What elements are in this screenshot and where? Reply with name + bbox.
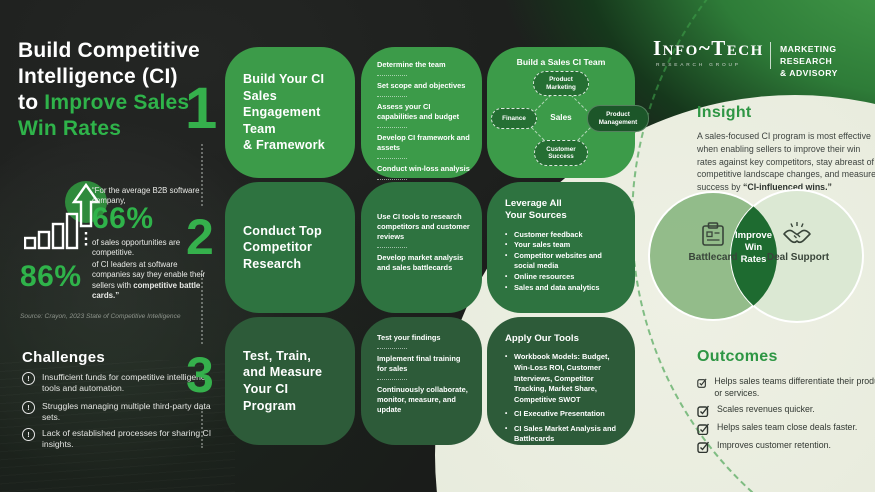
source-citation: Source: Crayon, 2023 State of Competitiv… (20, 313, 181, 320)
title-line3-white: to (18, 91, 39, 115)
outcomes-heading: Outcomes (697, 348, 778, 365)
action-item: Develop market analysis and sales battle… (377, 252, 464, 272)
stat-quote-intro: “For the average B2B software company, (92, 186, 200, 206)
action-item: Conduct win-loss analysis (377, 164, 472, 185)
sources-list: Customer feedback Your sales team Compet… (505, 230, 621, 293)
brand-divider (770, 42, 771, 69)
checkbox-icon (697, 378, 707, 388)
title-line3-green: Improve Sales (44, 91, 190, 115)
title-line1: Build Competitive (18, 39, 200, 62)
challenge-text: Lack of established processes for sharin… (42, 428, 212, 450)
title-line2: Intelligence (CI) (18, 65, 178, 89)
tools-card: Apply Our Tools Workbook Models: Budget,… (487, 317, 635, 445)
checkbox-icon (697, 423, 710, 435)
step-number-3: 3 (186, 347, 214, 403)
outcome-text: Helps sales teams differentiate their pr… (714, 376, 875, 398)
stat-86-desc: of CI leaders at software companies say … (92, 260, 210, 302)
team-pill-customer-success: Customer Success (534, 140, 588, 166)
sales-ci-team-card: Build a Sales CI Team Product Marketing … (487, 47, 649, 178)
step2-title-card: Conduct Top Competitor Research (225, 182, 355, 313)
sources-card-title: Leverage All Your Sources (505, 198, 567, 222)
brand-tagline-line1: MARKETING RESEARCH (780, 44, 837, 67)
step-number-1: 1 (185, 76, 218, 141)
challenge-text: Insufficient funds for competitive intel… (42, 372, 210, 394)
source-item: Competitor websites and social media (505, 251, 621, 272)
action-item: Determine the team (377, 60, 472, 81)
battlecard-icon (702, 222, 724, 246)
handshake-icon (783, 222, 811, 244)
step1-actions-card: Determine the team Set scope and objecti… (361, 47, 482, 194)
team-pill-product-management: Product Management (587, 105, 649, 132)
source-item: Customer feedback (505, 230, 621, 241)
tool-item: CI Sales Market Analysis and Battlecards (505, 424, 621, 445)
insight-text: A sales-focused CI program is most effec… (697, 131, 875, 193)
outcome-text: Helps sales team close deals faster. (717, 422, 858, 432)
brand-subtitle: RESEARCH GROUP (656, 63, 741, 68)
challenge-item: ! Insufficient funds for competitive int… (22, 372, 212, 395)
brand-tagline: MARKETING RESEARCH & ADVISORY (780, 43, 875, 79)
title-line4: Win Rates (18, 117, 122, 141)
venn-right-label: Deal Support (766, 252, 830, 263)
exclamation-icon: ! (22, 372, 35, 385)
brand-tagline-line2: & ADVISORY (780, 68, 838, 79)
team-center-sales: Sales (550, 113, 572, 122)
venn-diagram (648, 189, 864, 323)
dotted-connector (201, 144, 203, 206)
checkbox-icon (697, 405, 710, 417)
sources-card: Leverage All Your Sources Customer feedb… (487, 182, 635, 313)
step-number-2: 2 (186, 209, 214, 265)
insight-paragraph: A sales-focused CI program is most effec… (697, 130, 875, 194)
tool-item: CI Executive Presentation (505, 409, 621, 420)
tools-card-title: Apply Our Tools (505, 333, 579, 344)
stat-86-desc-bold: competitive battle cards.” (92, 280, 201, 301)
tools-list: Workbook Models: Budget, Win-Loss ROI, C… (505, 352, 621, 444)
step3-title-card: Test, Train, and Measure Your CI Program (225, 317, 355, 445)
outcome-item: Scales revenues quicker. (697, 404, 875, 417)
source-item: Sales and data analytics (505, 283, 621, 294)
action-item: Assess your CI capabilities and budget (377, 102, 472, 133)
step2-actions-card: Use CI tools to research competitors and… (361, 182, 482, 313)
action-item: Develop CI framework and assets (377, 133, 472, 164)
tool-item: Workbook Models: Budget, Win-Loss ROI, C… (505, 352, 621, 405)
growth-chart-icon (24, 181, 107, 250)
exclamation-icon: ! (22, 401, 35, 414)
challenge-text: Struggles managing multiple third-party … (42, 401, 211, 423)
wave-texture (0, 360, 235, 492)
action-item: Test your findings (377, 333, 472, 354)
challenges-heading: Challenges (22, 349, 106, 366)
outcome-item: Helps sales teams differentiate their pr… (697, 376, 875, 400)
venn-left-label: Battlecard (688, 252, 738, 263)
action-item: Implement final training for sales (377, 354, 472, 385)
brand-logo: Info~Tech (653, 36, 764, 60)
checkbox-icon (697, 441, 710, 453)
dotted-connector (201, 270, 203, 344)
outcome-item: Improves customer retention. (697, 440, 875, 453)
stat-66-desc: of sales opportunities are competitive. (92, 238, 181, 258)
source-item: Your sales team (505, 240, 621, 251)
stat-86-value: 86% (20, 260, 82, 293)
step3-actions-card: Test your findings Implement final train… (361, 317, 482, 445)
team-pill-product-marketing: Product Marketing (533, 71, 589, 96)
step1-title-card: Build Your CI Sales Engagement Team & Fr… (225, 47, 355, 178)
stat-66-value: 66% (92, 202, 154, 235)
outcome-text: Scales revenues quicker. (717, 404, 815, 414)
team-pill-finance: Finance (491, 108, 537, 129)
challenge-item: ! Lack of established processes for shar… (22, 428, 212, 451)
challenge-item: ! Struggles managing multiple third-part… (22, 401, 212, 424)
stat-86-desc-text: of CI leaders at software companies say … (92, 260, 206, 290)
action-item: Continuously collaborate, monitor, measu… (377, 384, 468, 414)
exclamation-icon: ! (22, 428, 35, 441)
source-item: Online resources (505, 272, 621, 283)
outcome-text: Improves customer retention. (717, 440, 831, 450)
dotted-connector (201, 408, 203, 448)
action-item: Set scope and objectives (377, 81, 472, 102)
insight-heading: Insight (697, 104, 752, 121)
insight-text-bold: “CI-influenced wins.” (742, 182, 832, 193)
action-item: Use CI tools to research competitors and… (377, 212, 472, 253)
team-diagram-title: Build a Sales CI Team (516, 57, 606, 67)
venn-center-label: Improve Win Rates (735, 230, 772, 266)
outcome-item: Helps sales team close deals faster. (697, 422, 875, 435)
page-title: Build Competitive Intelligence (CI) to I… (18, 38, 203, 142)
